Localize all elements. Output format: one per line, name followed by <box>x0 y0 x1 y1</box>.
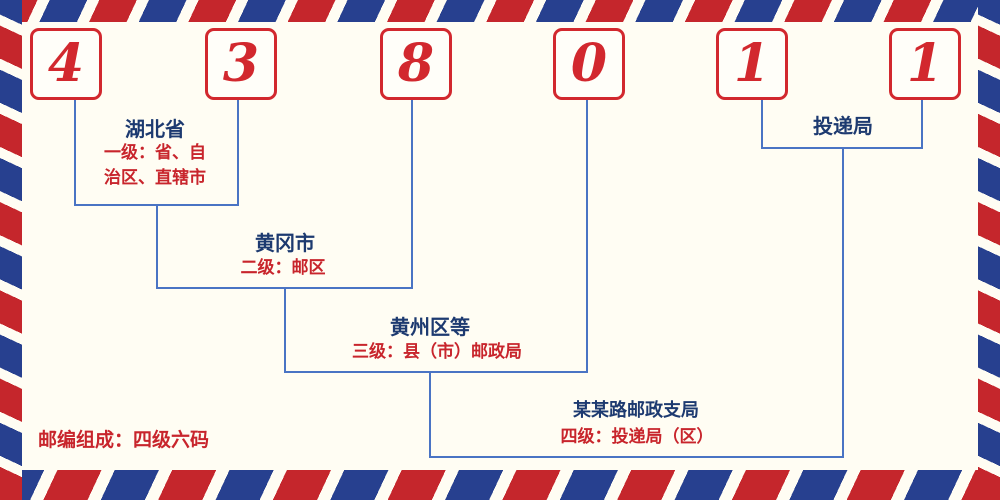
postal-digit-box-3: 8 <box>380 28 452 100</box>
airmail-border-left <box>0 0 22 500</box>
level3-region-name: 黄州区等 <box>390 315 470 339</box>
postal-digit-box-4: 0 <box>553 28 625 100</box>
airmail-border-right <box>978 0 1000 500</box>
postal-digit-box-6: 1 <box>889 28 961 100</box>
postal-code-composition-note: 邮编组成：四级六码 <box>38 429 210 451</box>
postal-digit-3: 8 <box>397 33 435 94</box>
airmail-border-bottom <box>0 470 1000 500</box>
level3-description: 三级：县（市）邮政局 <box>352 342 522 362</box>
level1-description-line2: 治区、直辖市 <box>104 167 206 188</box>
postal-digit-box-1: 4 <box>30 28 102 100</box>
level1-description: 一级：省、自 治区、直辖市 <box>104 141 206 190</box>
postal-digit-box-2: 3 <box>205 28 277 100</box>
postal-digit-6: 1 <box>906 33 944 94</box>
level1-description-line1: 一级：省、自 <box>104 143 206 163</box>
airmail-border-top <box>0 0 1000 22</box>
level4-description: 四级：投递局（区） <box>560 427 714 447</box>
delivery-bureau-name: 投递局 <box>813 114 873 138</box>
postal-digit-1: 4 <box>47 33 85 94</box>
level4-branch-name: 某某路邮政支局 <box>573 400 699 421</box>
postal-digit-4: 0 <box>570 33 608 94</box>
level2-region-name: 黄冈市 <box>255 231 315 255</box>
level1-region-name: 湖北省 <box>125 117 185 141</box>
postal-digit-2: 3 <box>222 33 260 94</box>
level2-description: 二级：邮区 <box>240 258 326 278</box>
postal-digit-box-5: 1 <box>716 28 788 100</box>
postal-digit-5: 1 <box>733 33 771 94</box>
